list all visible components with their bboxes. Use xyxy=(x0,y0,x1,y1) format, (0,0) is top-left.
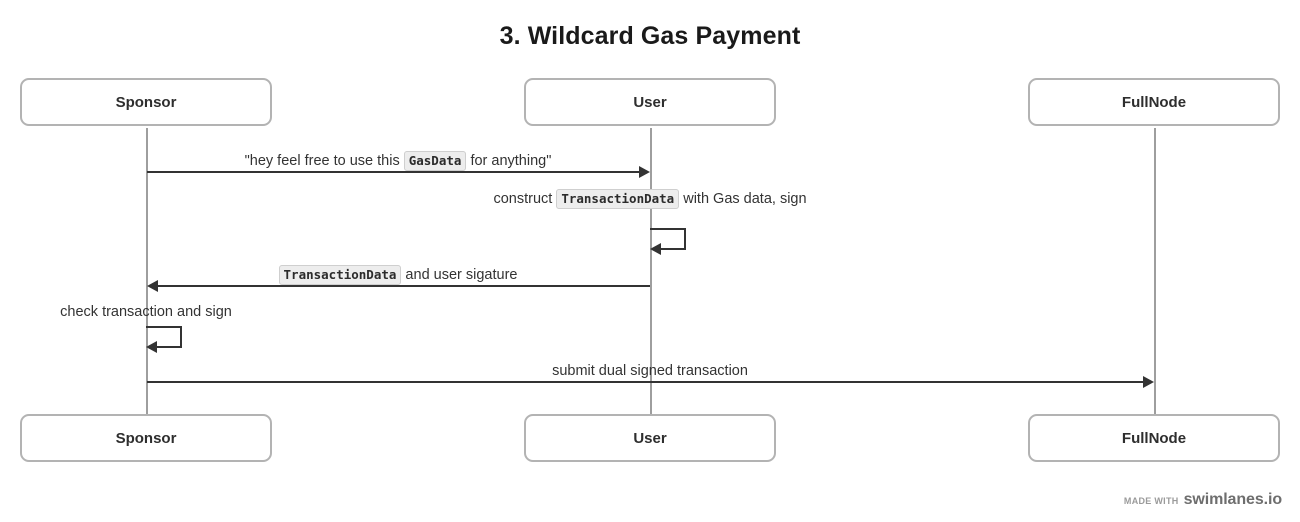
arrowhead-left-icon-msg3 xyxy=(147,280,158,292)
message-label-user-to-sponsor-txdata: TransactionData and user sigature xyxy=(146,265,650,285)
code-chip: TransactionData xyxy=(278,265,402,285)
message-label-sponsor-to-fullnode-submit: submit dual signed transaction xyxy=(552,363,748,379)
page-title: 3. Wildcard Gas Payment xyxy=(499,22,801,50)
watermark[interactable]: Made with swimlanes.io xyxy=(1124,491,1282,509)
lifeline-sponsor xyxy=(146,128,148,416)
participant-box-sponsor-bottom[interactable]: Sponsor xyxy=(20,414,272,462)
participant-box-sponsor-top[interactable]: Sponsor xyxy=(20,78,272,126)
arrowhead-left-icon-sponsor-self xyxy=(146,341,157,353)
watermark-brand-label: swimlanes.io xyxy=(1183,491,1283,508)
lifeline-fullnode xyxy=(1154,128,1156,416)
participant-label-sponsor-bottom: Sponsor xyxy=(115,429,177,447)
participant-box-fullnode-bottom[interactable]: FullNode xyxy=(1028,414,1280,462)
code-chip: TransactionData xyxy=(556,189,680,209)
participant-box-user-bottom[interactable]: User xyxy=(524,414,776,462)
message-line-sponsor-to-fullnode-submit xyxy=(147,381,1143,383)
participant-label-user: User xyxy=(633,93,667,111)
participant-box-user-top[interactable]: User xyxy=(524,78,776,126)
self-message-loop-sponsor xyxy=(146,326,186,353)
participant-label-sponsor: Sponsor xyxy=(115,93,177,111)
participant-box-fullnode-top[interactable]: FullNode xyxy=(1028,78,1280,126)
arrowhead-right-icon-msg1 xyxy=(639,166,650,178)
participant-label-user-bottom: User xyxy=(633,429,667,447)
participant-label-fullnode-bottom: FullNode xyxy=(1121,429,1187,447)
watermark-made-with-label: Made with xyxy=(1123,496,1179,506)
message-line-user-to-sponsor-txdata xyxy=(158,285,650,287)
message-line-sponsor-to-user-gasdata xyxy=(147,171,639,173)
arrowhead-left-icon-user-self xyxy=(650,243,661,255)
self-message-loop-user xyxy=(650,228,690,255)
lifeline-user xyxy=(650,128,652,416)
code-chip: GasData xyxy=(403,151,467,171)
participant-label-fullnode: FullNode xyxy=(1121,93,1187,111)
message-label-user-self-construct: construct TransactionData with Gas data,… xyxy=(493,189,807,209)
message-label-sponsor-self-check: check transaction and sign xyxy=(60,304,232,320)
message-label-sponsor-to-user-gasdata: "hey feel free to use this GasData for a… xyxy=(244,151,552,171)
arrowhead-right-icon-msg5 xyxy=(1143,376,1154,388)
